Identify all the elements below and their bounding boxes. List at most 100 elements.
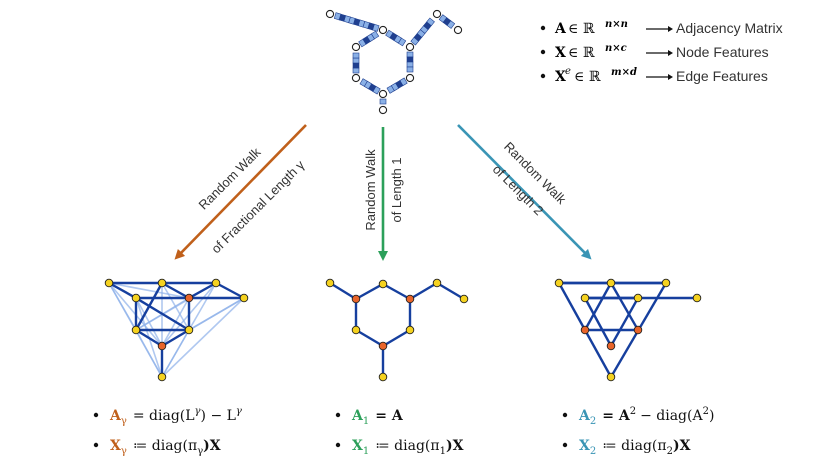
feature-cell bbox=[352, 67, 360, 74]
formula-rhs: ≔ diag(π bbox=[133, 438, 197, 454]
formula-sub: 1 bbox=[363, 416, 369, 427]
graph-edge bbox=[135, 328, 163, 348]
feature-cell bbox=[352, 62, 360, 69]
formula-rhs2: )X bbox=[446, 438, 464, 454]
formula-symbol: X bbox=[352, 438, 363, 454]
edge-feature-bar bbox=[386, 77, 408, 94]
legend-item-edge-features: X e ∈ ℝ m×d Edge Features bbox=[540, 66, 768, 85]
formula-symbol: X bbox=[579, 438, 590, 454]
graph-edge bbox=[583, 297, 613, 347]
graph-edge bbox=[382, 328, 411, 348]
molecule-node bbox=[432, 9, 442, 19]
formula-rhs3: ) bbox=[709, 408, 714, 424]
arrow-left-label-2: of Fractional Length γ bbox=[208, 157, 307, 256]
graph-node bbox=[606, 278, 616, 288]
bullet-icon bbox=[335, 442, 341, 448]
formula-rhs2: − diag(A bbox=[640, 408, 703, 424]
graph-node bbox=[606, 372, 616, 382]
graph-edge bbox=[355, 328, 384, 348]
legend-rel: ∈ ℝ bbox=[568, 45, 595, 61]
bullet-icon bbox=[562, 442, 568, 448]
feature-cell bbox=[406, 61, 414, 68]
formula-rhs2: )X bbox=[203, 438, 221, 454]
graph-node bbox=[459, 294, 469, 304]
legend-sup: n×n bbox=[605, 19, 628, 30]
graph-edge bbox=[161, 328, 190, 348]
graph-edge bbox=[161, 281, 190, 300]
molecule-node bbox=[405, 73, 415, 83]
graph-edge bbox=[135, 296, 190, 332]
feature-cell bbox=[397, 37, 407, 47]
graph-edge bbox=[609, 282, 640, 331]
formula-sup: 2 bbox=[630, 406, 636, 417]
graph-node bbox=[351, 325, 361, 335]
graph-node bbox=[239, 293, 249, 303]
feature-cell bbox=[406, 66, 414, 73]
formula-rhs: = A bbox=[375, 408, 404, 424]
bullet-icon bbox=[93, 412, 99, 418]
bullet-icon bbox=[562, 412, 568, 418]
graph-node bbox=[378, 372, 388, 382]
edge-feature-bar bbox=[333, 12, 380, 32]
graph-node bbox=[554, 278, 564, 288]
graph-edge bbox=[188, 281, 217, 300]
edge-feature-bar bbox=[352, 52, 360, 74]
feature-cell bbox=[446, 20, 456, 29]
graph-node bbox=[131, 293, 141, 303]
graph-edge bbox=[355, 282, 384, 301]
graph-node bbox=[405, 325, 415, 335]
molecule-node bbox=[453, 25, 463, 35]
molecule-node bbox=[378, 105, 388, 115]
bullet-icon bbox=[540, 73, 546, 79]
arrow-middle-label-2: of Length 1 bbox=[389, 157, 404, 222]
feature-cell bbox=[352, 57, 360, 64]
graph-node bbox=[325, 278, 335, 288]
formula-symbol: A bbox=[351, 408, 364, 424]
arrow-head-icon bbox=[668, 50, 673, 56]
graph-node bbox=[692, 293, 702, 303]
bullet-icon bbox=[540, 25, 546, 31]
legend-symbol: A bbox=[554, 21, 567, 37]
legend-desc: Adjacency Matrix bbox=[676, 20, 783, 36]
graph-node bbox=[378, 341, 388, 351]
graph-node bbox=[405, 294, 415, 304]
formula-right-x: X2≔ diag(π2)X bbox=[579, 438, 691, 457]
edge-feature-bar bbox=[358, 30, 380, 48]
arrow-middle: Random Walk of Length 1 bbox=[363, 127, 404, 261]
weak-edge bbox=[161, 297, 245, 378]
graph-edge bbox=[108, 281, 137, 300]
formula-sub2: γ bbox=[197, 446, 203, 457]
legend-sup: n×c bbox=[605, 43, 627, 54]
formula-sub: 2 bbox=[590, 416, 596, 427]
molecule-node bbox=[405, 42, 415, 52]
weak-edge bbox=[161, 329, 190, 378]
graph-edge bbox=[583, 282, 613, 331]
bullet-icon bbox=[93, 442, 99, 448]
legend-rel: ∈ ℝ bbox=[574, 69, 601, 85]
formula-symbol: X bbox=[110, 438, 121, 454]
feature-cell bbox=[406, 51, 414, 58]
formulas-middle: A1= A X1≔ diag(π1)X bbox=[335, 408, 464, 457]
arrow-left: Random Walk of Fractional Length γ bbox=[174, 124, 308, 260]
bullet-icon bbox=[335, 412, 341, 418]
legend-sup: m×d bbox=[611, 67, 637, 78]
formulas-left: Aγ= diag(Lγ) − Lγ Xγ≔ diag(πγ)X bbox=[93, 406, 242, 457]
legend-item-adjacency: A ∈ ℝ n×n Adjacency Matrix bbox=[540, 19, 783, 37]
formula-rhs2: ) − L bbox=[201, 408, 236, 424]
arrow-right: Random Walk of Length 2 bbox=[457, 124, 592, 260]
formula-rhs: = A bbox=[602, 408, 631, 424]
formula-sub: γ bbox=[121, 416, 127, 427]
edge-feature-bar bbox=[438, 14, 456, 29]
legend-rel: ∈ ℝ bbox=[568, 21, 595, 37]
graph-node bbox=[606, 341, 616, 351]
graph-edge bbox=[382, 282, 411, 301]
molecule-node bbox=[378, 89, 388, 99]
fractional-walk-graph bbox=[104, 278, 249, 382]
molecule-node bbox=[378, 25, 388, 35]
edge-feature-bar bbox=[359, 78, 381, 95]
molecule-node bbox=[351, 42, 361, 52]
graph-node bbox=[184, 325, 194, 335]
weak-edge bbox=[108, 282, 190, 299]
